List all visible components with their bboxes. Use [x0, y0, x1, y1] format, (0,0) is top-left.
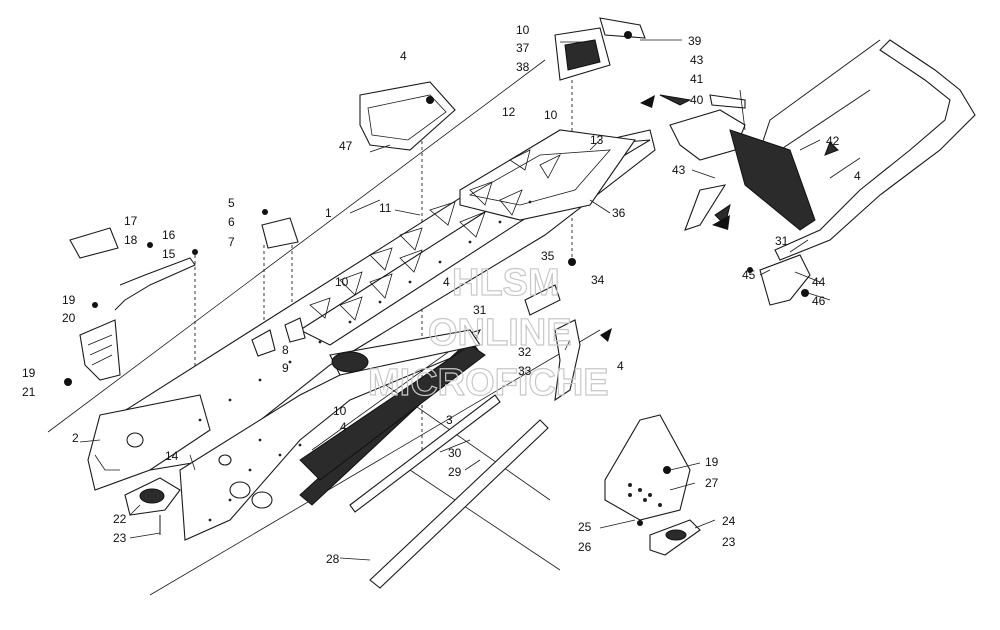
callout-23-right: 23: [722, 535, 736, 549]
snow-flap-assembly: [659, 94, 839, 231]
callout-32: 32: [518, 345, 532, 359]
callout-29: 29: [448, 465, 462, 479]
callout-39: 39: [688, 34, 702, 48]
callout-19-right: 19: [705, 455, 719, 469]
callout-38: 38: [516, 60, 530, 74]
seat-pad: [359, 81, 456, 151]
callout-5: 5: [228, 196, 235, 210]
left-side-parts: [64, 227, 198, 386]
callout-36: 36: [612, 206, 626, 220]
callout-47: 47: [339, 139, 353, 153]
callout-10-left: 10: [335, 275, 349, 289]
callout-19-lower: 19: [22, 366, 36, 380]
callout-26: 26: [578, 540, 592, 554]
callout-23-left: 23: [113, 531, 127, 545]
callout-19-upper: 19: [62, 293, 76, 307]
callout-31-right: 31: [775, 234, 789, 248]
callout-8: 8: [282, 343, 289, 357]
callout-4-right: 4: [617, 359, 624, 373]
callout-22: 22: [113, 512, 127, 526]
leader-lines: [79, 39, 861, 561]
callout-37: 37: [516, 41, 530, 55]
callout-4-center: 4: [443, 275, 450, 289]
track-rail: [299, 329, 486, 481]
watermark-line-1: HLSM: [452, 262, 560, 304]
callout-6: 6: [228, 215, 235, 229]
callout-7: 7: [228, 235, 235, 249]
watermark-line-2: ONLINE: [428, 312, 572, 354]
callout-34: 34: [591, 273, 605, 287]
callout-14: 14: [165, 449, 179, 463]
callout-11: 11: [379, 201, 392, 215]
hitch-bracket: [747, 254, 811, 306]
callout-28: 28: [326, 552, 340, 566]
top-bracket: [554, 17, 646, 81]
callout-10-top: 10: [516, 23, 530, 37]
callout-30: 30: [448, 446, 462, 460]
callout-4-lower: 4: [340, 420, 347, 434]
callout-35: 35: [541, 249, 555, 263]
callout-45: 45: [742, 268, 756, 282]
callout-24: 24: [722, 514, 736, 528]
callout-9: 9: [282, 361, 289, 375]
callout-12: 12: [502, 105, 516, 119]
callout-1: 1: [325, 206, 332, 220]
mid-bracket: [524, 258, 581, 402]
callout-43-lower: 43: [672, 163, 686, 177]
callout-44: 44: [812, 275, 826, 289]
callout-2: 2: [72, 431, 79, 445]
callout-13: 13: [590, 133, 604, 147]
callout-16: 16: [162, 228, 176, 242]
callout-25: 25: [578, 520, 592, 534]
callout-10-mid: 10: [544, 108, 558, 122]
callout-46: 46: [812, 294, 826, 308]
callout-3: 3: [446, 413, 453, 427]
callout-15: 15: [162, 247, 176, 261]
callout-42: 42: [826, 134, 840, 148]
direction-arrows: [600, 95, 730, 342]
center-small-parts: [251, 209, 306, 357]
callout-43-top: 43: [690, 53, 704, 67]
callout-17: 17: [124, 214, 138, 228]
callout-4-bumper: 4: [854, 169, 861, 183]
callout-40: 40: [690, 93, 704, 107]
right-side-parts: [604, 414, 701, 556]
callout-41: 41: [690, 72, 704, 86]
callout-4-seat: 4: [400, 49, 407, 63]
callout-31-center: 31: [473, 303, 487, 317]
callout-21: 21: [22, 385, 36, 399]
rear-bumper: [759, 39, 976, 261]
watermark-line-3: MICROFICHE: [368, 362, 609, 404]
callout-27: 27: [705, 476, 719, 490]
callout-20: 20: [62, 311, 76, 325]
callout-10-lower: 10: [333, 404, 347, 418]
tunnel-assembly: [87, 129, 656, 541]
callout-18: 18: [124, 233, 138, 247]
watermark: HLSM ONLINE MICROFICHE: [367, 261, 609, 404]
callout-33: 33: [518, 364, 532, 378]
callout-labels: 1 2 3 4 4 4 4 4 5 6 7 8 9 10 10 10 10 11…: [22, 23, 861, 566]
left-footrest: [124, 477, 181, 535]
